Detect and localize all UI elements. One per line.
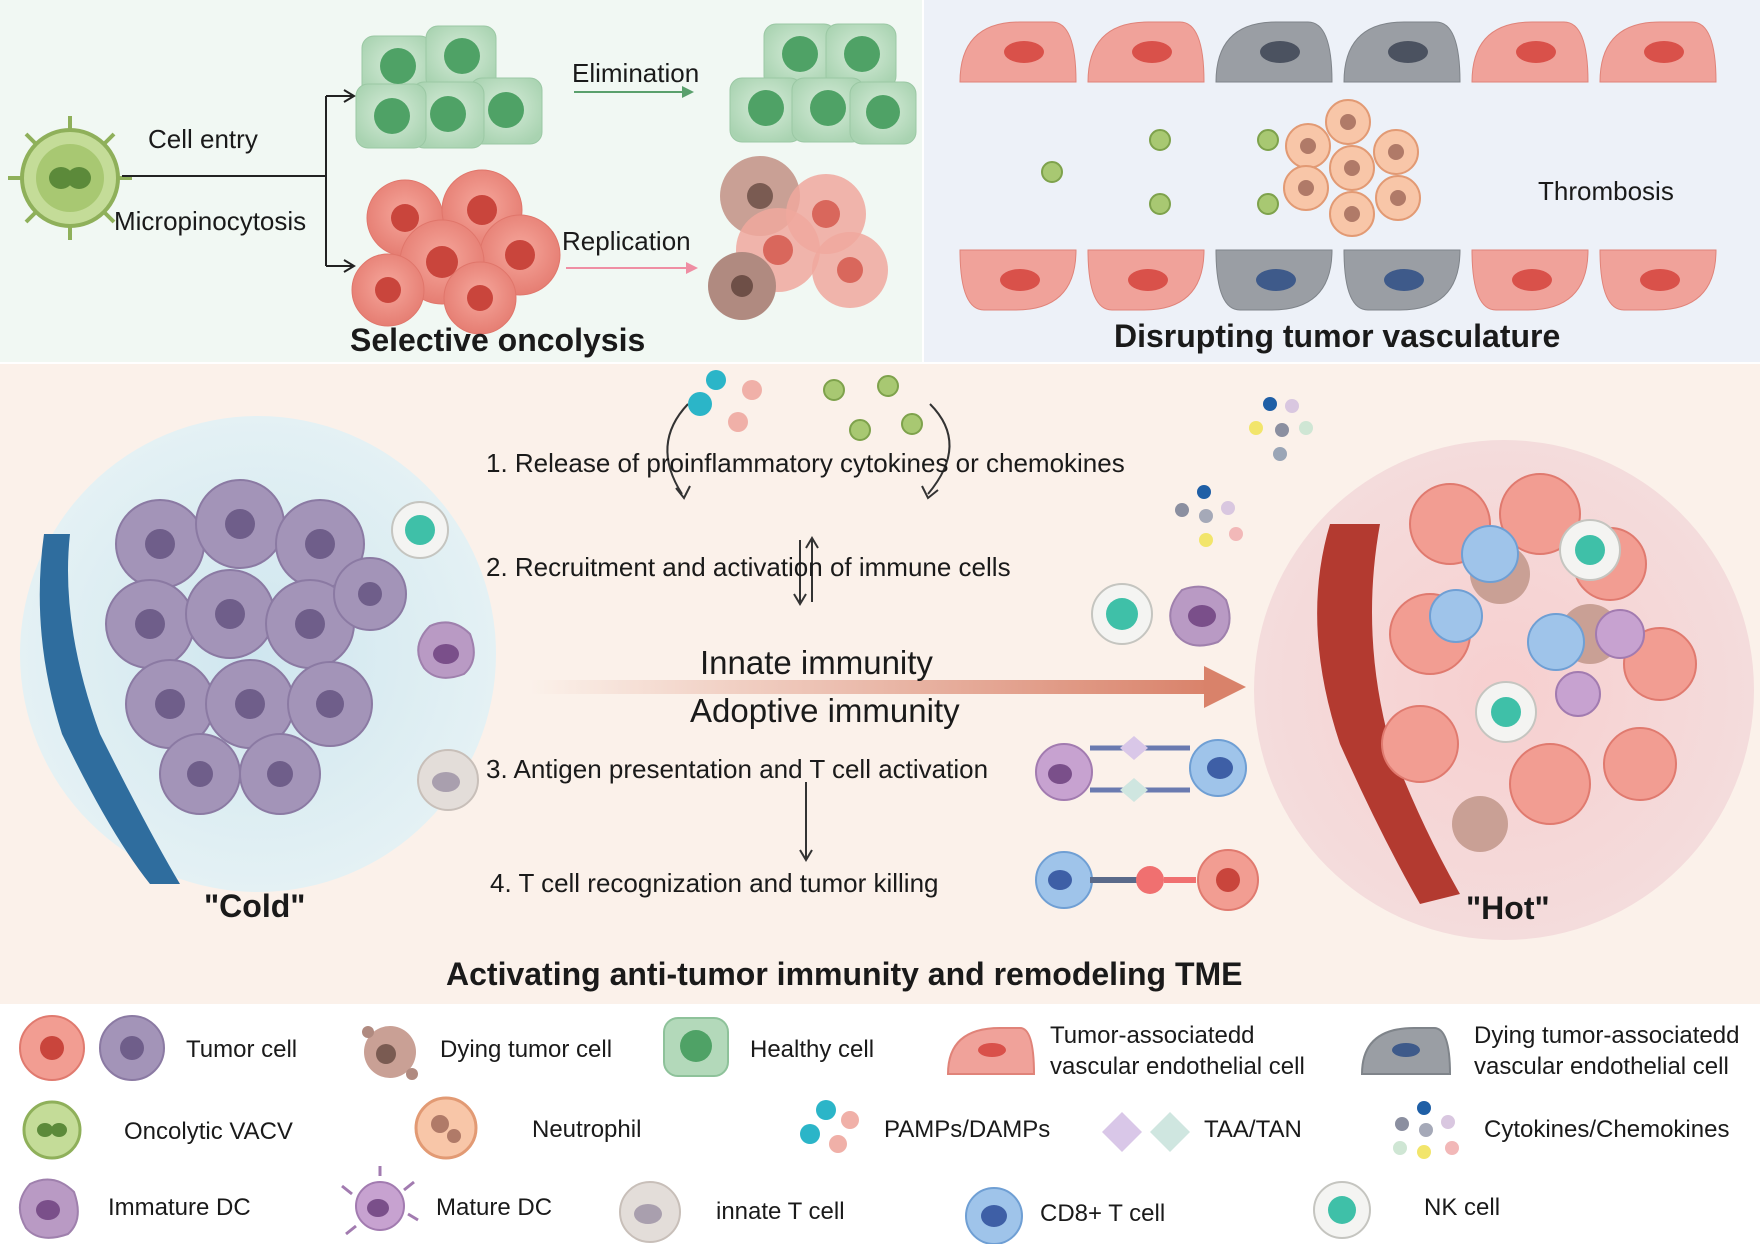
- cold-label: "Cold": [204, 888, 306, 924]
- legend-dying-taec-line2: vascular endothelial cell: [1474, 1053, 1729, 1080]
- legend-cd8-t-cell-icon: [965, 1187, 1023, 1244]
- hot-tumor-illustration: [1254, 440, 1754, 940]
- panel-disrupting-vasculature: Thrombosis Disrupting tumor vasculature: [924, 0, 1760, 362]
- legend-nk-cell-icon: [1313, 1181, 1371, 1239]
- legend-vacv-icon: [22, 1100, 82, 1160]
- hot-label: "Hot": [1466, 890, 1550, 926]
- healthy-cell-cluster: [355, 25, 543, 149]
- legend-icons: [19, 1015, 1459, 1244]
- pamps-dots-top: [688, 370, 762, 432]
- healthy-cell-cluster-after: [729, 23, 917, 145]
- endothelial-row-top: [959, 21, 1717, 83]
- elimination-arrow: [574, 86, 694, 98]
- micropinocytosis-label: Micropinocytosis: [114, 206, 307, 236]
- legend-pamps-icon: [800, 1100, 859, 1153]
- cytokine-release-arrows: [666, 403, 951, 500]
- cold-tumor-illustration: [20, 416, 496, 892]
- legend-taa: TAA/TAN: [1204, 1116, 1302, 1143]
- legend-tumor-cell: Tumor cell: [186, 1036, 298, 1063]
- legend-neutrophil-icon: [414, 1096, 478, 1160]
- legend-cd8-t-cell: CD8+ T cell: [1040, 1200, 1166, 1227]
- cell-entry-arrow: [122, 89, 356, 273]
- legend-pamps: PAMPs/DAMPs: [884, 1116, 1051, 1143]
- legend-taec-line2: vascular endothelial cell: [1050, 1053, 1305, 1080]
- legend-innate-t-cell-icon: [619, 1181, 681, 1243]
- replication-label: Replication: [562, 226, 691, 256]
- cell-entry-label: Cell entry: [148, 124, 258, 154]
- legend-immature-dc: Immature DC: [108, 1194, 251, 1221]
- dying-tumor-cluster: [708, 156, 888, 320]
- antigen-presentation-graphic: [1035, 736, 1247, 802]
- legend-dying-taec-line1: Dying tumor-associatedd: [1474, 1022, 1740, 1049]
- legend-dying-tumor-cell-icon: [362, 1026, 418, 1080]
- thrombosis-label: Thrombosis: [1538, 176, 1674, 206]
- immature-dc-cold: [417, 621, 475, 679]
- legend-dying-endothelial-cell-icon: [1360, 1027, 1452, 1075]
- t-cell-killing-graphic: [1035, 849, 1259, 911]
- step4-label: 4. T cell recognization and tumor killin…: [490, 868, 939, 898]
- legend-cytokines-icon: [1393, 1101, 1459, 1159]
- replication-arrow: [566, 262, 698, 274]
- virus-particles: [1041, 129, 1279, 215]
- elimination-label: Elimination: [572, 58, 700, 88]
- legend-mature-dc: Mature DC: [436, 1194, 553, 1221]
- panel-selective-oncolysis: Cell entry Micropinocytosis Elimination …: [0, 0, 922, 362]
- virus-large-icon: [8, 116, 132, 240]
- neutrophil-cluster: [1283, 99, 1421, 237]
- legend-immature-dc-icon: [19, 1178, 79, 1239]
- legend-innate-t-cell: innate T cell: [716, 1198, 845, 1225]
- disrupting-vasculature-title: Disrupting tumor vasculature: [1114, 318, 1561, 354]
- legend: Tumor cell Dying tumor cell Healthy cell…: [0, 1004, 1760, 1244]
- main-immunity-arrow: [530, 666, 1246, 708]
- legend-neutrophil: Neutrophil: [532, 1116, 642, 1143]
- immature-dc-mid: [1169, 585, 1231, 647]
- tumor-cell-cluster: [351, 169, 561, 335]
- panel-anti-tumor-immunity: 1. Release of proinflammatory cytokines …: [0, 364, 1760, 1004]
- endothelial-row-bottom: [959, 249, 1717, 311]
- legend-mature-dc-icon: [341, 1166, 419, 1236]
- step-arrows: [793, 536, 819, 862]
- panel-a-graphics: [8, 23, 917, 335]
- legend-tumor-cell-icon: [19, 1015, 165, 1081]
- legend-vacv: Oncolytic VACV: [124, 1118, 293, 1145]
- legend-dying-taec: Dying tumor-associatedd vascular endothe…: [1474, 1020, 1754, 1082]
- legend-nk-cell: NK cell: [1424, 1194, 1501, 1221]
- legend-healthy-cell: Healthy cell: [750, 1036, 875, 1063]
- innate-immunity-label: Innate immunity: [700, 644, 933, 681]
- immunity-title: Activating anti-tumor immunity and remod…: [446, 956, 1243, 992]
- nk-cell-cold: [391, 501, 449, 559]
- innate-t-cell-cold: [417, 749, 479, 811]
- legend-dying-tumor-cell: Dying tumor cell: [440, 1036, 613, 1063]
- legend-endothelial-cell-icon: [946, 1027, 1036, 1075]
- cytokine-dots-right: [1175, 397, 1313, 547]
- adoptive-immunity-label: Adoptive immunity: [690, 692, 960, 729]
- panel-c-graphics: [20, 370, 1754, 940]
- legend-taec: Tumor-associatedd vascular endothelial c…: [1050, 1020, 1310, 1082]
- nk-cell-mid: [1091, 583, 1153, 645]
- panel-b-graphics: [959, 21, 1717, 311]
- legend-taa-icon: [1102, 1112, 1190, 1152]
- selective-oncolysis-title: Selective oncolysis: [350, 322, 646, 358]
- step2-label: 2. Recruitment and activation of immune …: [486, 552, 1011, 582]
- step1-label: 1. Release of proinflammatory cytokines …: [486, 448, 1125, 478]
- step3-label: 3. Antigen presentation and T cell activ…: [486, 754, 989, 784]
- legend-healthy-cell-icon: [663, 1017, 729, 1077]
- virus-dots-top: [823, 375, 923, 441]
- legend-taec-line1: Tumor-associatedd: [1050, 1022, 1255, 1049]
- legend-cytokines: Cytokines/Chemokines: [1484, 1116, 1730, 1143]
